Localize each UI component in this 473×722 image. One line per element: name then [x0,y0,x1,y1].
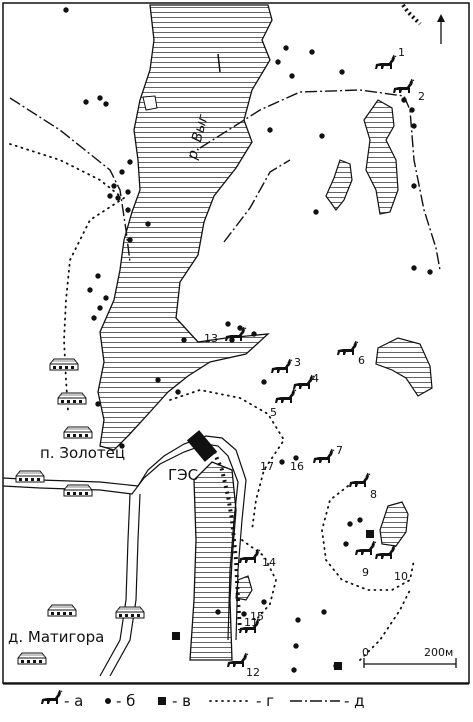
svg-text:17: 17 [260,460,274,473]
svg-text:2: 2 [418,90,425,103]
boundary-line-d [199,89,441,271]
river-island [142,95,158,111]
svg-text:6: 6 [358,354,365,367]
map-frame [2,2,470,684]
svg-text:10: 10 [394,570,408,583]
svg-text:13: 13 [204,332,218,345]
svg-text:1: 1 [398,46,405,59]
svg-text:0: 0 [362,646,369,659]
svg-text:- г: - г [256,692,274,710]
boundary-line-g-2 [169,389,286,531]
svg-text:200м: 200м [424,646,453,659]
legend-item-b: - б [105,692,135,710]
settlement-squares [172,530,374,670]
svg-text:16: 16 [290,460,304,473]
ges-dam [186,430,218,462]
boundary-line-d-3 [223,159,291,243]
find-dots [63,7,433,673]
north-arrow-icon [437,14,445,44]
svg-text:8: 8 [370,488,377,501]
shore-ticks-top [401,3,422,26]
legend-item-v: - в [158,692,191,710]
tailrace-channel [189,461,237,661]
svg-text:4: 4 [312,372,319,385]
svg-text:9: 9 [362,566,369,579]
legend-item-d: - д [290,692,365,710]
svg-text:- б: - б [116,692,135,710]
svg-text:5: 5 [270,406,277,419]
svg-text:- а: - а [64,692,83,710]
svg-text:15: 15 [250,610,264,623]
svg-text:14: 14 [262,556,276,569]
place-ges: ГЭС [168,466,198,484]
svg-text:7: 7 [336,444,343,457]
legend: - а - б - в - г - д [3,683,469,710]
legend-item-g: - г [209,692,274,710]
svg-text:- д: - д [344,692,365,710]
svg-text:- в: - в [172,692,191,710]
lake-2 [325,159,353,211]
lake-1 [363,99,399,215]
river-vyg [97,4,273,451]
legend-item-a: - а [40,689,83,710]
boundary-line-g-3 [321,485,415,591]
place-zolotets: п. Золотец [40,444,125,462]
lake-3 [375,337,433,397]
svg-text:3: 3 [294,356,301,369]
place-matigora: д. Матигора [8,628,104,646]
svg-text:11: 11 [244,616,258,629]
boundary-line-d-2 [9,97,131,263]
dam-slope-ticks [212,451,242,631]
lake-4 [379,501,409,547]
river-marker [217,53,221,73]
boundary-line-g-1 [9,143,125,411]
site-number-labels: 1 2 3 4 5 6 7 8 9 10 11 12 13 14 15 16 1… [204,46,425,679]
road-south [99,493,141,677]
scale-bar: 0 200м [362,646,457,668]
svg-text:12: 12 [246,666,260,679]
